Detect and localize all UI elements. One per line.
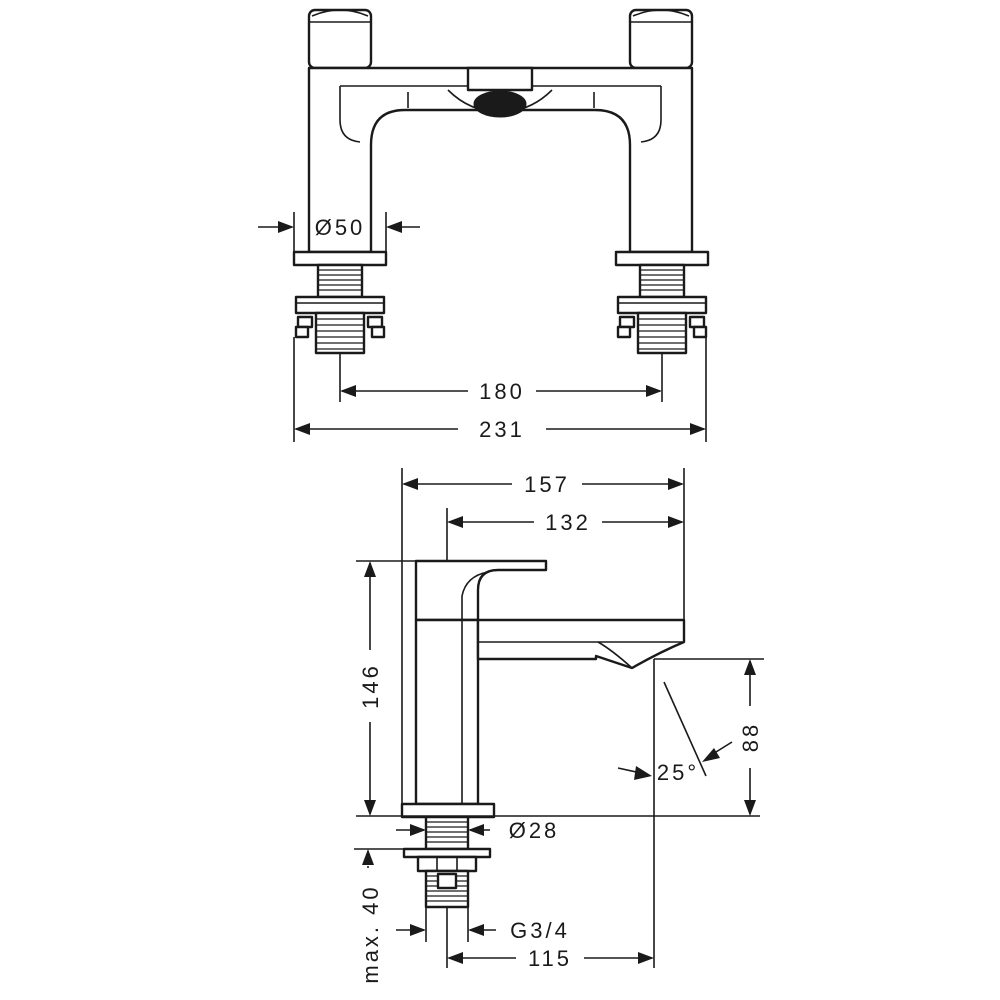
angle-label: 25° <box>657 760 699 785</box>
spout-height-label: 88 <box>738 722 763 752</box>
top-view: Ø50 180 231 <box>258 8 710 442</box>
aerator <box>473 90 527 118</box>
centers-label: 180 <box>479 379 525 404</box>
dimension-depth-157: 157 <box>401 468 685 804</box>
side-view: 157 132 146 88 <box>354 468 764 984</box>
dimension-max-40: max. 40 <box>354 848 404 984</box>
overall-depth-label: 157 <box>524 472 570 497</box>
dimension-spout-88: 88 <box>654 658 764 816</box>
diameter-label: Ø50 <box>315 215 366 240</box>
dimension-outlet-115: 115 <box>446 907 654 971</box>
dimension-angle-25: 25° <box>617 681 733 785</box>
overall-width-label: 231 <box>479 417 525 442</box>
left-handle <box>307 8 373 70</box>
left-base <box>292 250 388 355</box>
spout <box>476 618 686 670</box>
height-label: 146 <box>358 663 383 709</box>
spout-reach-label: 132 <box>545 510 591 535</box>
right-handle <box>628 8 694 70</box>
outlet-offset-label: 115 <box>528 946 572 971</box>
handle-lever <box>414 559 548 622</box>
dimension-thread-g34: G3/4 <box>396 907 570 943</box>
base-plate <box>400 802 496 819</box>
dimension-reach-132: 132 <box>446 508 684 561</box>
dimension-overall-231: 231 <box>293 337 707 442</box>
max-depth-label: max. 40 <box>358 884 383 983</box>
dimension-height-146: 146 <box>356 560 760 817</box>
right-base <box>614 250 710 355</box>
body-column <box>414 618 480 806</box>
dimension-diameter-50: Ø50 <box>258 212 420 252</box>
thread-label: G3/4 <box>510 918 570 943</box>
dimension-shank-28: Ø28 <box>396 818 560 843</box>
faucet-body <box>307 66 694 254</box>
dimension-centers-180: 180 <box>339 353 663 404</box>
shank-diameter-label: Ø28 <box>509 818 560 843</box>
